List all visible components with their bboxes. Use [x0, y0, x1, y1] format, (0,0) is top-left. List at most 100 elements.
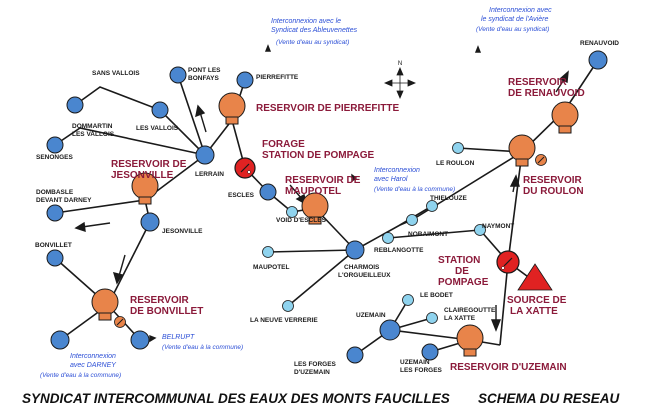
node-clairegoutte[interactable]	[426, 312, 438, 324]
arrow-to-bonvillet	[118, 254, 126, 277]
node-uzemain-les-forges[interactable]	[421, 343, 439, 361]
reservoir-bonvillet-icon[interactable]	[91, 288, 119, 321]
label-reblangotte: REBLANGOTTE	[374, 247, 424, 254]
label-clairegoutte-2: LA XATTE	[444, 315, 476, 322]
label-les-forges-duzemain-2: D'UZEMAIN	[294, 369, 330, 376]
label-ableuvenettes-2: Syndicat des Ableuvenettes	[271, 27, 358, 34]
label-pont-les-bonfays-2: BONFAYS	[188, 75, 219, 82]
pump-stations	[114, 154, 547, 328]
label-le-roulon: LE ROULON	[436, 160, 475, 167]
forage-pump-icon[interactable]	[234, 157, 256, 179]
label-reservoir-roulon-1: RESERVOIR	[523, 175, 582, 186]
node-pont-les-bonfays[interactable]	[169, 66, 187, 84]
label-forage-2: STATION DE POMPAGE	[262, 150, 375, 161]
footer-subtitle: SCHEMA DU RESEAU	[478, 391, 621, 406]
pipe-charmois-thielouze	[399, 205, 433, 226]
pipe-roulon-pompage	[507, 151, 523, 263]
reservoir-roulon-icon[interactable]	[508, 134, 536, 167]
node-lerrain[interactable]	[195, 145, 215, 165]
node-naymont[interactable]	[474, 224, 486, 236]
label-source-1: SOURCE DE	[507, 295, 567, 306]
label-dombasle-1: DOMBASLE	[36, 189, 74, 196]
node-pierrefitte[interactable]	[236, 71, 254, 89]
label-harol-3: (Vente d'eau à la commune)	[374, 186, 455, 193]
label-dommartin-2: LES VALLOIS	[72, 131, 115, 138]
label-reservoir-jesonville-1: RESERVOIR DE	[111, 159, 187, 170]
footer: SYNDICAT INTERCOMMUNAL DES EAUX DES MONT…	[22, 391, 621, 406]
node-renauvoid[interactable]	[588, 50, 608, 70]
node-senonges[interactable]	[46, 136, 64, 154]
node-sans-vallois[interactable]	[66, 96, 84, 114]
reservoir-maupotel-icon[interactable]	[301, 192, 329, 225]
node-thielouze[interactable]	[426, 200, 438, 212]
reservoir-pierrefitte-icon[interactable]	[218, 92, 246, 125]
label-lerrain: LERRAIN	[195, 171, 224, 178]
node-les-forges-duzemain[interactable]	[346, 346, 364, 364]
reservoirs	[91, 92, 579, 357]
pipe-res-uzemain-uzemain-forges-duzemain	[354, 329, 471, 356]
reservoir-renauvoid-icon[interactable]	[551, 101, 579, 134]
pipe-jesonville-res-bonvillet	[107, 221, 151, 306]
arrow-harol	[351, 173, 358, 183]
label-nobaimont: NOBAIMONT	[408, 231, 448, 238]
label-uzemain-les-forges-1: UZEMAIN	[400, 359, 430, 366]
valve-bonvillet-icon[interactable]	[114, 316, 126, 328]
node-void-d-escles[interactable]	[286, 206, 298, 218]
label-pont-les-bonfays-1: PONT LES	[188, 67, 221, 74]
pipe-senonges-dommartin-lerrain	[54, 127, 206, 156]
label-pierrefitte: PIERREFITTE	[256, 74, 299, 81]
label-harol-2: avec Harol	[374, 176, 408, 183]
flow-arrows	[74, 44, 569, 343]
label-ableuvenettes-1: Interconnexion avec le	[271, 18, 341, 25]
node-le-bodet[interactable]	[402, 294, 414, 306]
node-reblangotte[interactable]	[382, 232, 394, 244]
source-triangle-icon[interactable]	[517, 263, 553, 291]
label-charmois-1: CHARMOIS	[344, 264, 380, 271]
reservoir-uzemain-icon[interactable]	[456, 324, 484, 357]
node-jesonville[interactable]	[140, 212, 160, 232]
label-thielouze: THIELOUZE	[430, 195, 467, 202]
arrow-head	[195, 104, 206, 118]
label-reservoir-bonvillet-1: RESERVOIR	[130, 295, 189, 306]
node-le-roulon[interactable]	[452, 142, 464, 154]
node-maupotel[interactable]	[262, 246, 274, 258]
node-dombasle[interactable]	[46, 204, 64, 222]
pipe-res-jesonville-dombasle	[54, 199, 146, 214]
node-escles[interactable]	[259, 183, 277, 201]
compass-north-label: N	[398, 61, 402, 67]
label-reservoir-jesonville-2: JESONVILLE	[111, 170, 174, 181]
label-station-pompage-2: DE	[455, 266, 469, 277]
label-aviere-1: Interconnexion avec	[489, 7, 552, 14]
label-darney-3: (Vente d'eau à la commune)	[40, 372, 121, 379]
arrow-to-pierrefitte	[199, 111, 207, 133]
arrow-head	[112, 272, 124, 285]
node-la-neuve-verrerie[interactable]	[282, 300, 294, 312]
valve-roulon-icon[interactable]	[535, 154, 547, 166]
interconnection-labels: Interconnexion avec le Syndicat des Able…	[40, 7, 552, 379]
node-nobaimont[interactable]	[406, 214, 418, 226]
node-belrupt[interactable]	[130, 330, 150, 350]
pompage-pump-icon[interactable]	[496, 250, 520, 274]
label-escles: ESCLES	[228, 192, 255, 199]
node-darney[interactable]	[50, 330, 70, 350]
node-uzemain[interactable]	[379, 319, 401, 341]
pipe-charmois-maupotel	[267, 249, 356, 253]
label-source-2: LA XATTE	[510, 306, 558, 317]
label-les-vallois: LES VALLOIS	[136, 125, 179, 132]
label-naymont: NAYMONT	[482, 223, 514, 230]
label-reservoir-bonvillet-2: DE BONVILLET	[130, 306, 203, 317]
node-bonvillet[interactable]	[46, 249, 64, 267]
label-renauvoid: RENAUVOID	[580, 40, 619, 47]
label-les-forges-duzemain-1: LES FORGES	[294, 361, 337, 368]
arrow-ableuvenettes	[264, 44, 272, 52]
label-le-bodet: LE BODET	[420, 292, 453, 299]
label-belrupt-1: BELRUPT	[162, 334, 195, 341]
arrow-head	[490, 319, 502, 332]
pipe-vallois-chain	[74, 86, 206, 156]
label-belrupt-2: (Vente d'eau à la commune)	[162, 344, 243, 351]
label-aviere-3: (Vente d'eau au syndicat)	[476, 26, 549, 33]
node-les-vallois[interactable]	[151, 101, 169, 119]
label-la-neuve-verrerie: LA NEUVE VERRERIE	[250, 317, 318, 324]
reservoir-jesonville-icon[interactable]	[131, 172, 159, 205]
node-charmois[interactable]	[345, 240, 365, 260]
